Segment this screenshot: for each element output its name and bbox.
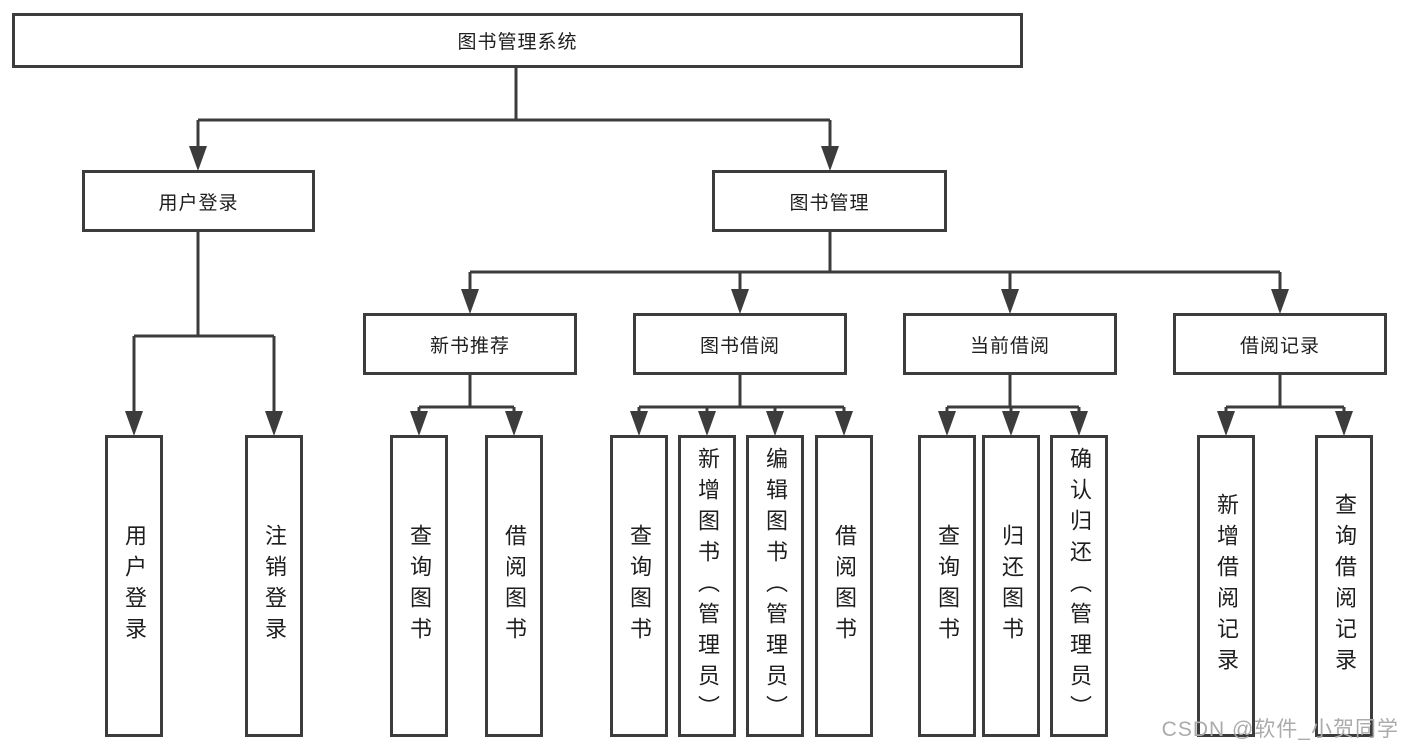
node-book-borrowing: 图书借阅 [633,313,847,375]
node-user-login: 用户登录 [82,170,315,232]
leaf-query-books-borrowing: 查询图书 [610,435,668,737]
node-current-borrowing: 当前借阅 [903,313,1117,375]
leaf-logout: 注销登录 [245,435,303,737]
leaf-confirm-return-admin: 确认归还（管理员） [1050,435,1108,737]
connector-arrowheads [125,146,1353,436]
node-new-book-recommendation-label: 新书推荐 [429,335,510,357]
leaf-query-books-borrowing-label: 查询图书 [627,524,652,648]
node-borrowing-records-label: 借阅记录 [1239,335,1320,357]
node-book-management: 图书管理 [712,170,947,232]
leaf-return-book-label: 归还图书 [999,524,1024,648]
leaf-borrow-books-recommend-label: 借阅图书 [502,524,527,648]
leaf-query-books-recommend-label: 查询图书 [407,524,432,648]
node-root: 图书管理系统 [12,13,1023,68]
node-root-label: 图书管理系统 [457,32,578,53]
leaf-user-login-label: 用户登录 [122,524,147,648]
node-new-book-recommendation: 新书推荐 [363,313,577,375]
leaf-add-book-admin-label: 新增图书（管理员） [695,446,720,726]
connector-paths [132,68,1346,411]
leaf-borrow-books-recommend: 借阅图书 [485,435,543,737]
leaf-edit-book-admin: 编辑图书（管理员） [746,435,804,737]
leaf-add-borrow-record: 新增借阅记录 [1197,435,1255,737]
leaf-add-book-admin: 新增图书（管理员） [678,435,736,737]
leaf-edit-book-admin-label: 编辑图书（管理员） [763,446,788,726]
node-book-management-label: 图书管理 [789,192,870,214]
leaf-add-borrow-record-label: 新增借阅记录 [1214,493,1239,679]
leaf-return-book: 归还图书 [982,435,1040,737]
node-current-borrowing-label: 当前借阅 [969,335,1050,357]
leaf-query-borrow-record-label: 查询借阅记录 [1332,493,1357,679]
csdn-watermark: CSDN @软件_小贺同学 [1161,718,1399,741]
leaf-borrow-books-borrowing-label: 借阅图书 [832,524,857,648]
leaf-borrow-books-borrowing: 借阅图书 [815,435,873,737]
leaf-logout-label: 注销登录 [262,524,287,648]
leaf-query-books-current: 查询图书 [918,435,976,737]
node-user-login-label: 用户登录 [158,192,239,214]
leaf-confirm-return-admin-label: 确认归还（管理员） [1067,446,1092,726]
leaf-query-books-recommend: 查询图书 [390,435,448,737]
leaf-query-books-current-label: 查询图书 [935,524,960,648]
leaf-query-borrow-record: 查询借阅记录 [1315,435,1373,737]
leaf-user-login: 用户登录 [105,435,163,737]
node-borrowing-records: 借阅记录 [1173,313,1387,375]
node-book-borrowing-label: 图书借阅 [699,335,780,357]
